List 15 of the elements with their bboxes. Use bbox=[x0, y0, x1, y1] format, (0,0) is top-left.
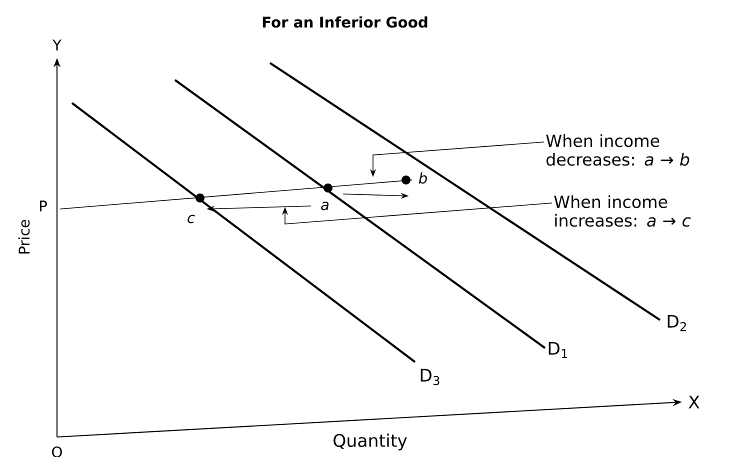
curve-label: D$_{3}$ bbox=[420, 368, 440, 386]
axis-label: P bbox=[40, 200, 47, 212]
point-label: a bbox=[321, 202, 329, 210]
axis-label: Y bbox=[52, 40, 62, 50]
arrow bbox=[282, 202, 552, 224]
curve-label: D$_{1}$ bbox=[548, 342, 568, 358]
callout-text: When income decreases: a → b bbox=[546, 134, 690, 166]
point-label: b bbox=[418, 172, 427, 184]
axis-label: X bbox=[688, 396, 700, 408]
axis-label: Quantity bbox=[334, 434, 407, 450]
axis-label: Price bbox=[18, 220, 30, 254]
point-label: c bbox=[188, 214, 195, 224]
title: For an Inferior Good bbox=[262, 16, 428, 28]
callout-text: When income increases: a → c bbox=[554, 195, 691, 227]
curve-label: D$_{2}$ bbox=[668, 314, 686, 332]
